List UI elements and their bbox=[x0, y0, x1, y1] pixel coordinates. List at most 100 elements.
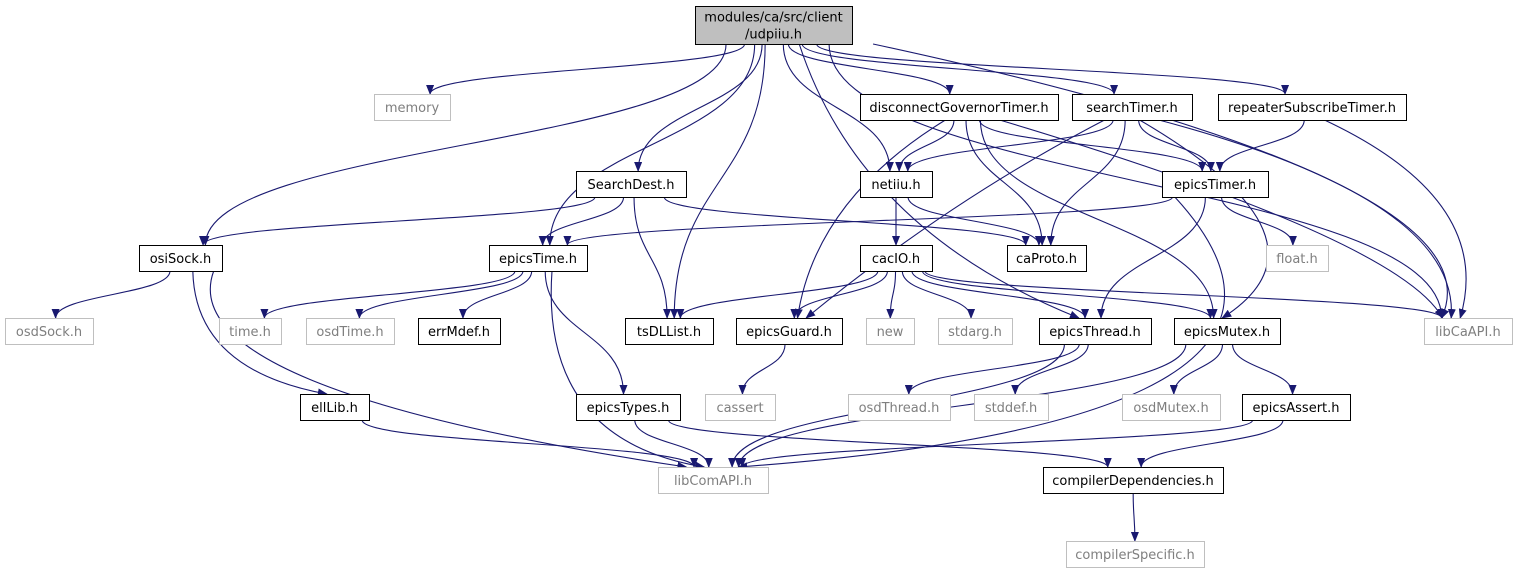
edge-epicsThread-to-stddef bbox=[1011, 343, 1089, 395]
edge-cacIO-to-epicsMutex bbox=[921, 270, 1215, 319]
edge-udpiiu-to-searchTimer bbox=[801, 43, 1118, 95]
edge-SearchDest-to-caProto bbox=[663, 196, 1030, 246]
node-netiiu[interactable]: netiiu.h bbox=[860, 171, 933, 198]
node-label: osdMutex.h bbox=[1133, 401, 1208, 416]
node-box bbox=[1072, 94, 1193, 121]
edge-epicsAssert-to-libComAPI bbox=[738, 419, 1254, 468]
node-label: netiiu.h bbox=[871, 178, 920, 193]
node-box bbox=[1039, 318, 1152, 345]
edge-udpiiu-to-repeaterSubscribeTimer bbox=[816, 43, 1289, 95]
node-label: /udpiiu.h bbox=[745, 28, 802, 43]
node-label: ellLib.h bbox=[311, 401, 358, 416]
node-label: tsDLList.h bbox=[637, 325, 701, 340]
node-label: compilerSpecific.h bbox=[1075, 548, 1195, 563]
edge-udpiiu-to-tsDLList bbox=[670, 43, 766, 319]
edge-udpiiu-to-memory bbox=[426, 43, 746, 95]
node-epicsGuard[interactable]: epicsGuard.h bbox=[736, 318, 843, 345]
node-box bbox=[576, 394, 681, 421]
node-ellLib[interactable]: ellLib.h bbox=[300, 394, 370, 421]
node-box bbox=[1242, 394, 1351, 421]
node-epicsAssert[interactable]: epicsAssert.h bbox=[1242, 394, 1351, 421]
node-label: disconnectGovernorTimer.h bbox=[869, 101, 1048, 116]
edge-searchTimer-to-epicsGuard bbox=[805, 119, 1105, 319]
node-box bbox=[418, 318, 501, 345]
node-searchTimer[interactable]: searchTimer.h bbox=[1072, 94, 1193, 121]
node-epicsMutex[interactable]: epicsMutex.h bbox=[1174, 318, 1281, 345]
node-label: time.h bbox=[229, 325, 271, 340]
node-label: errMdef.h bbox=[428, 325, 490, 340]
node-box bbox=[625, 318, 714, 345]
edge-cacIO-to-tsDLList bbox=[676, 270, 879, 319]
node-stddef: stddef.h bbox=[974, 394, 1049, 421]
node-osdTime: osdTime.h bbox=[306, 318, 395, 345]
node-SearchDest[interactable]: SearchDest.h bbox=[576, 171, 687, 198]
node-float: float.h bbox=[1266, 245, 1329, 272]
edge-udpiiu-to-netiiu bbox=[782, 43, 894, 172]
node-errMdef[interactable]: errMdef.h bbox=[418, 318, 501, 345]
node-epicsThread[interactable]: epicsThread.h bbox=[1039, 318, 1152, 345]
edge-epicsTimer-to-libComAPI bbox=[737, 196, 1226, 471]
node-compilerSpecific: compilerSpecific.h bbox=[1066, 541, 1205, 568]
node-label: float.h bbox=[1276, 252, 1318, 267]
edge-epicsAssert-to-compilerDependencies bbox=[1137, 419, 1284, 468]
node-libCaAPI: libCaAPI.h bbox=[1424, 318, 1513, 345]
node-box bbox=[860, 245, 933, 272]
edge-compilerDependencies-to-compilerSpecific bbox=[1130, 492, 1139, 542]
node-box bbox=[705, 394, 776, 421]
node-disconnectGovernorTimer[interactable]: disconnectGovernorTimer.h bbox=[860, 94, 1059, 121]
edge-disconnectGovernorTimer-to-epicsTimer bbox=[978, 119, 1207, 172]
edge-searchTimer-to-netiiu bbox=[903, 119, 1114, 172]
node-udpiiu[interactable]: modules/ca/src/client/udpiiu.h bbox=[695, 6, 853, 45]
edge-cacIO-to-epicsGuard bbox=[790, 270, 888, 319]
node-compilerDependencies[interactable]: compilerDependencies.h bbox=[1043, 467, 1224, 494]
node-box bbox=[1218, 94, 1407, 121]
node-label: stddef.h bbox=[985, 401, 1037, 416]
edge-searchTimer-to-caProto bbox=[1046, 119, 1126, 246]
node-label: epicsGuard.h bbox=[746, 325, 832, 340]
node-epicsTime[interactable]: epicsTime.h bbox=[489, 245, 588, 272]
node-time: time.h bbox=[219, 318, 282, 345]
node-label: modules/ca/src/client bbox=[704, 11, 842, 26]
node-cacIO[interactable]: cacIO.h bbox=[860, 245, 933, 272]
node-box bbox=[306, 318, 395, 345]
edge-epicsTime-to-osdTime bbox=[355, 270, 524, 319]
node-osiSock[interactable]: osiSock.h bbox=[139, 245, 223, 272]
edge-disconnectGovernorTimer-to-netiiu bbox=[895, 119, 955, 172]
edge-epicsTimer-to-epicsTime bbox=[563, 196, 1174, 246]
node-caProto[interactable]: caProto.h bbox=[1007, 245, 1087, 272]
node-epicsTimer[interactable]: epicsTimer.h bbox=[1162, 171, 1269, 198]
edge-netiiu-to-caProto bbox=[907, 196, 1043, 246]
node-label: epicsTimer.h bbox=[1174, 178, 1256, 193]
edge-udpiiu-to-disconnectGovernorTimer bbox=[787, 43, 954, 95]
node-libComAPI: libComAPI.h bbox=[658, 467, 769, 494]
edge-udpiiu-to-osiSock bbox=[201, 43, 727, 246]
node-stdarg: stdarg.h bbox=[938, 318, 1013, 345]
edge-epicsTimer-to-float bbox=[1221, 196, 1297, 246]
node-label: osdTime.h bbox=[316, 325, 383, 340]
edge-searchTimer-to-epicsMutex bbox=[1139, 119, 1269, 319]
node-box bbox=[848, 394, 951, 421]
edge-ellLib-to-libComAPI bbox=[361, 419, 698, 468]
edge-searchTimer-to-epicsTimer bbox=[1138, 119, 1215, 172]
node-epicsTypes[interactable]: epicsTypes.h bbox=[576, 394, 681, 421]
edge-SearchDest-to-epicsTime bbox=[538, 196, 625, 246]
node-label: memory bbox=[385, 101, 440, 116]
edge-udpiiu-to-epicsTime bbox=[545, 43, 756, 246]
node-label: new bbox=[877, 325, 904, 340]
edge-epicsTypes-to-compilerDependencies bbox=[667, 419, 1112, 468]
node-label: libComAPI.h bbox=[674, 474, 752, 489]
node-tsDLList[interactable]: tsDLList.h bbox=[625, 318, 714, 345]
node-box bbox=[938, 318, 1013, 345]
node-label: stdarg.h bbox=[948, 325, 1002, 340]
node-box bbox=[1424, 318, 1513, 345]
node-box bbox=[860, 171, 933, 198]
node-label: epicsThread.h bbox=[1049, 325, 1141, 340]
edge-disconnectGovernorTimer-to-epicsMutex bbox=[979, 119, 1218, 319]
node-label: compilerDependencies.h bbox=[1052, 474, 1213, 489]
edge-udpiiu-to-epicsThread bbox=[798, 43, 1080, 319]
node-label: searchTimer.h bbox=[1086, 101, 1178, 116]
edge-epicsTime-to-time bbox=[260, 270, 516, 319]
node-box bbox=[300, 394, 370, 421]
edge-searchTimer-to-libCaAPI bbox=[1158, 119, 1456, 319]
node-repeaterSubscribeTimer[interactable]: repeaterSubscribeTimer.h bbox=[1218, 94, 1407, 121]
